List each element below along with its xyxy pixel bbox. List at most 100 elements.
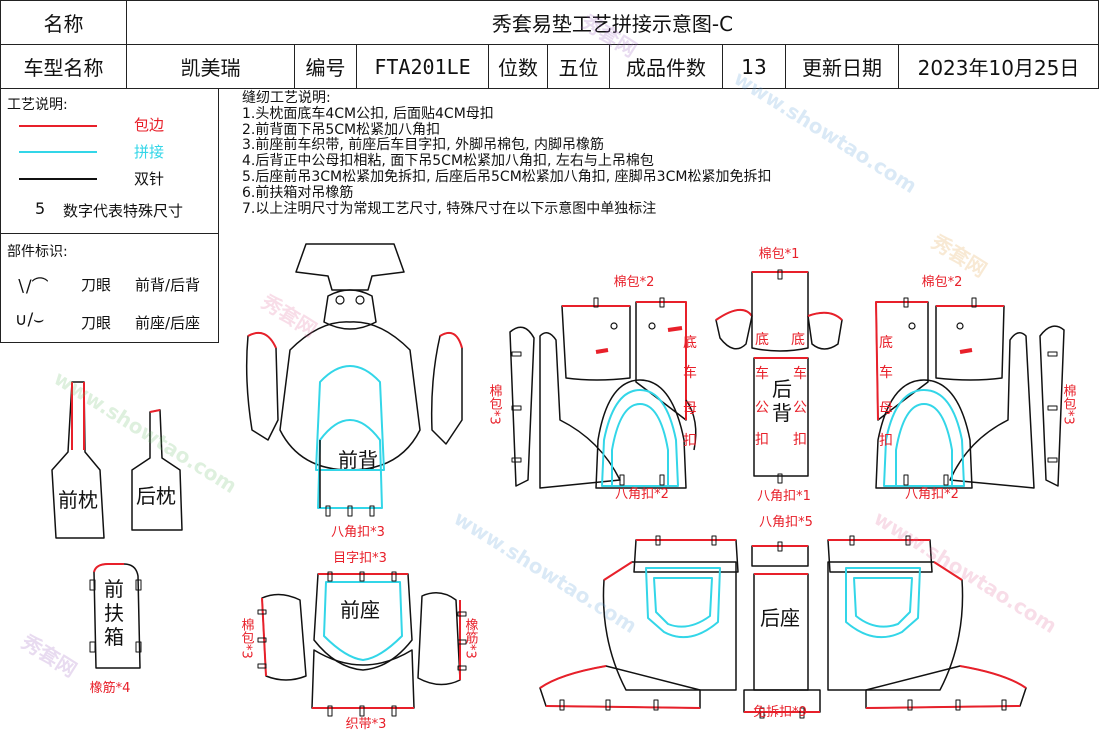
rear-back-left-vertical-char: 底 [683,335,697,351]
back-notch-symbols: ∖/⌒ [15,277,49,297]
pieces-value: 13 [723,45,786,88]
back-notch-suffix: 刀眼 [81,276,112,294]
sewing-notes-title: 缝纫工艺说明: [242,90,331,106]
sewing-note-line: 1.头枕面底车4CM公扣, 后面贴4CM母扣 [242,105,494,122]
splice-label: 拼接 [134,143,165,161]
parts-legend-title: 部件标识: [7,244,68,260]
sewing-note-line: 4.后背正中公母扣相粘, 面下吊5CM松紧加八角扣, 左右与上吊棉包 [242,153,654,170]
rear-back-right-bottom-annotation: 八角扣*2 [905,487,959,502]
rear-back-center-bottom-annotation: 八角扣*1 [757,489,811,504]
number-note: 数字代表特殊尺寸 [63,202,184,220]
watermark: 秀套网 [577,9,642,62]
sewing-note-line: 7.以上注明尺寸为常规工艺尺寸, 特殊尺寸在以下示意图中单独标注 [242,200,657,217]
rear-back-right-vertical-char: 母 [879,401,893,417]
rear-back-right-vertical-char: 车 [879,364,893,381]
rear-back-right-vertical-char: 扣 [879,433,893,449]
rear-seat-label: 后座 [760,606,800,630]
armrest-label-char: 箱 [104,625,124,649]
rear-back-center-di-right: 底 [791,332,805,348]
code-value: FTA201LE [357,45,489,88]
front-seat-bottom-annotation: 织带*3 [346,717,387,732]
front-seat-top-annotation: 目字扣*3 [333,551,387,566]
code-label: 编号 [295,45,357,88]
watermark: www.showtao.com [449,505,642,639]
sewing-note-line: 6.前扶箱对吊橡筋 [242,184,354,201]
sewing-notes: 缝纫工艺说明: 1.头枕面底车4CM公扣, 后面贴4CM母扣 2.前背面下吊5C… [242,90,772,217]
rear-back-center-left-char: 扣 [755,432,769,448]
rear-back-center-right-char: 公 [793,400,807,416]
rear-back-center-left-char: 公 [755,400,769,416]
double-needle-label: 双针 [134,170,165,188]
splice-line-sample [19,151,97,153]
rear-back-center-right-char: 扣 [793,432,807,448]
process-legend: 工艺说明: 包边 拼接 双针 5 数字代表特殊尺寸 [0,88,219,234]
process-legend-title: 工艺说明: [7,97,68,113]
seats-label: 位数 [489,45,548,88]
rear-headrest-label: 后枕 [136,484,176,508]
rear-seat-top-annotation: 八角扣*5 [759,515,813,530]
sewing-note-line: 2.前背面下吊5CM松紧加八角扣 [242,121,441,138]
sheet-title: 秀套易垫工艺拼接示意图-C [491,12,734,36]
watermark: 秀套网 [927,229,992,282]
front-seat-right-annotation: 橡筋*3 [463,618,479,659]
rear-back-right-top-annotation: 棉包*2 [922,275,963,290]
front-headrest-label: 前枕 [58,488,98,512]
watermark: www.showtao.com [869,505,1062,639]
double-needle-line-sample [19,178,97,180]
armrest-annotation: 橡筋*4 [90,680,131,696]
seat-notch-meaning: 前座/后座 [135,314,201,332]
front-back-label: 前背 [338,448,378,472]
rear-back-left-vertical-char: 母 [683,401,697,417]
rear-seat-bottom-annotation: 免拆扣*9 [753,705,807,720]
watermark: 秀套网 [257,289,322,342]
rear-back-left-vertical-char: 车 [683,364,697,381]
binding-line-sample [19,125,97,127]
update-date: 2023年10月25日 [917,56,1080,80]
update-label: 更新日期 [786,45,899,88]
armrest-piece: 前 扶 箱 橡筋*4 [89,563,142,696]
rear-back-center-left-char: 车 [755,365,769,382]
back-notch-meaning: 前背/后背 [135,276,201,294]
front-seat-pieces: 前座 目字扣*3 棉包*3 橡筋*3 织带*3 [239,551,479,732]
seat-notch-symbols: ∪/⌣ [15,310,45,330]
rear-back-center-label-char: 后 [772,377,792,401]
rear-back-left-vertical-char: 扣 [683,433,697,449]
front-seat-label: 前座 [340,598,380,622]
rear-back-center-label-char: 背 [772,401,792,425]
number-sample: 5 [35,199,46,218]
watermark: www.showtao.com [729,65,922,199]
car-model-value: 凯美瑞 [127,45,295,88]
rear-headrest-piece: 后枕 [131,409,183,531]
pieces-label: 成品件数 [610,45,723,88]
car-model-label: 车型名称 [1,45,127,88]
sewing-note-line: 3.前座前车织带, 前座后车目字扣, 外脚吊棉包, 内脚吊橡筋 [242,137,605,154]
name-label: 名称 [1,1,127,44]
rear-back-left-bottom-annotation: 八角扣*2 [615,487,669,502]
rear-back-center-pieces: 底 底 后 背 车 公 扣 车 公 扣 棉包*1 八角扣*1 [715,247,843,504]
front-back-pieces: 前背 八角扣*3 [245,243,463,540]
rear-back-center-top-annotation: 棉包*1 [759,247,800,262]
front-headrest-piece: 前枕 [51,381,105,539]
rear-back-left-top-annotation: 棉包*2 [614,275,655,290]
sewing-note-line: 5.后座前吊3CM松紧加免拆扣, 后座后吊5CM松紧加八角扣, 座脚吊3CM松紧… [242,168,772,185]
rear-back-right-pieces: 棉包*2 棉包*3 八角扣*2 底 车 母 扣 [875,275,1077,502]
watermark: 秀套网 [17,629,82,682]
rear-back-right-vertical-char: 底 [879,335,893,351]
rear-back-right-side-annotation: 棉包*3 [1061,384,1077,425]
seats-value: 五位 [548,45,610,88]
watermark: www.showtao.com [49,365,242,499]
seat-notch-suffix: 刀眼 [81,314,112,332]
armrest-label-char: 扶 [104,601,124,625]
rear-seat-pieces: 八角扣*5 后座 [539,515,1027,720]
header-row-2: 车型名称 凯美瑞 编号 FTA201LE 位数 五位 成品件数 13 更新日期 … [0,44,1099,89]
rear-back-left-side-annotation: 棉包*3 [487,384,503,425]
rear-back-center-di-left: 底 [755,332,769,348]
binding-label: 包边 [134,116,165,134]
parts-legend: 部件标识: ∖/⌒ 刀眼 前背/后背 ∪/⌣ 刀眼 前座/后座 [0,233,219,343]
front-back-annotation: 八角扣*3 [331,525,385,540]
rear-back-center-right-char: 车 [793,365,807,382]
armrest-label-char: 前 [104,577,124,601]
